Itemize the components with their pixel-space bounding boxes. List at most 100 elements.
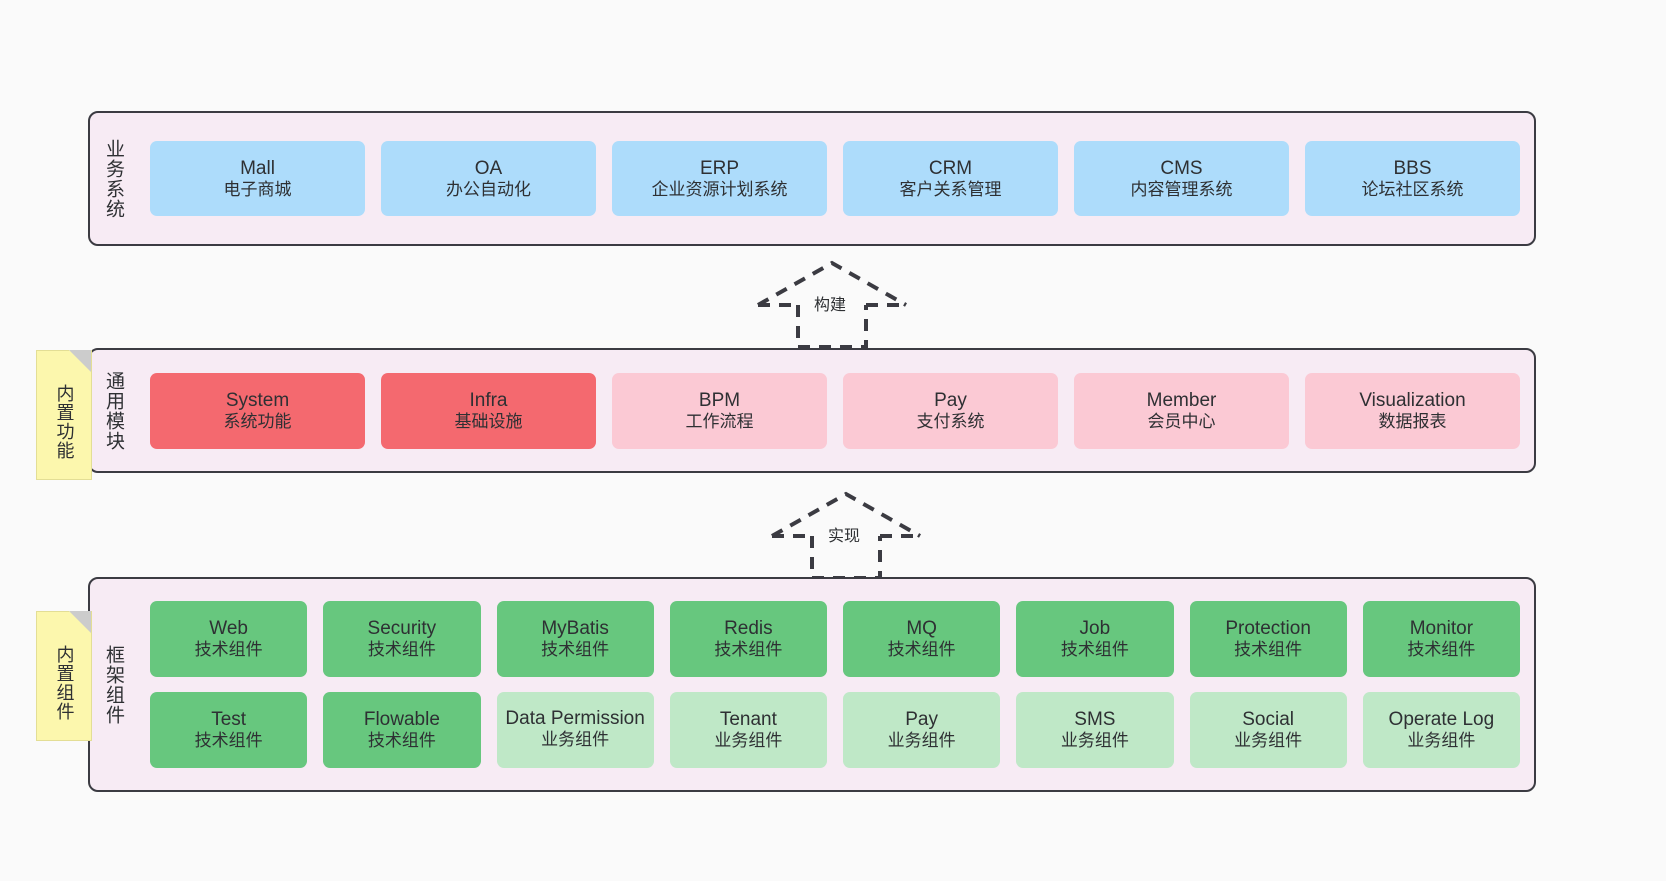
- layer-business-system: 业务系统 Mall 电子商城 OA 办公自动化 ERP 企业资源计划系统 CRM: [88, 111, 1536, 246]
- card-title: Member: [1146, 389, 1217, 411]
- card-web[interactable]: Web 技术组件: [150, 601, 308, 677]
- card-title: Pay: [934, 389, 967, 411]
- generalization-arrow-icon: [771, 491, 921, 580]
- card-title: SMS: [1074, 709, 1116, 731]
- card-subtitle: 技术组件: [1060, 640, 1129, 660]
- generalization-arrow-icon: [757, 260, 907, 349]
- card-subtitle: 论坛社区系统: [1361, 179, 1464, 199]
- card-title: Redis: [724, 618, 773, 640]
- card-subtitle: 技术组件: [714, 640, 783, 660]
- card-flowable[interactable]: Flowable 技术组件: [323, 692, 481, 768]
- card-title: Web: [209, 618, 248, 640]
- card-subtitle: 技术组件: [541, 640, 610, 660]
- card-title: BPM: [698, 389, 741, 411]
- card-subtitle: 数据报表: [1378, 411, 1447, 431]
- card-crm[interactable]: CRM 客户关系管理: [843, 141, 1058, 216]
- card-subtitle: 系统功能: [223, 411, 292, 431]
- card-infra[interactable]: Infra 基础设施: [381, 372, 596, 449]
- card-subtitle: 技术组件: [194, 640, 263, 660]
- card-protection[interactable]: Protection 技术组件: [1189, 601, 1347, 677]
- builtin-component-note: 内置组件: [36, 611, 92, 741]
- card-title: ERP: [699, 157, 740, 179]
- card-subtitle: 技术组件: [887, 640, 956, 660]
- card-subtitle: 业务组件: [1234, 731, 1303, 751]
- card-cms[interactable]: CMS 内容管理系统: [1074, 141, 1289, 216]
- card-row: Mall 电子商城 OA 办公自动化 ERP 企业资源计划系统 CRM 客户关系…: [150, 141, 1520, 216]
- card-title: Data Permission: [505, 708, 645, 730]
- layer-title-business-system: 业务系统: [90, 113, 136, 244]
- card-security[interactable]: Security 技术组件: [323, 601, 481, 677]
- card-title: Security: [367, 618, 437, 640]
- card-subtitle: 业务组件: [887, 731, 956, 751]
- card-title: System: [225, 389, 290, 411]
- card-mq[interactable]: MQ 技术组件: [843, 601, 1001, 677]
- card-redis[interactable]: Redis 技术组件: [669, 601, 827, 677]
- card-monitor[interactable]: Monitor 技术组件: [1362, 601, 1520, 677]
- card-subtitle: 业务组件: [714, 731, 783, 751]
- card-pay-business[interactable]: Pay 业务组件: [843, 692, 1001, 768]
- card-title: Tenant: [719, 709, 777, 731]
- card-mybatis[interactable]: MyBatis 技术组件: [496, 601, 654, 677]
- card-subtitle: 基础设施: [454, 411, 523, 431]
- builtin-function-note: 内置功能: [36, 350, 92, 480]
- card-subtitle: 技术组件: [367, 731, 436, 751]
- card-title: Monitor: [1409, 618, 1474, 640]
- card-subtitle: 技术组件: [1234, 640, 1303, 660]
- layer-title-common-module: 通用模块: [90, 350, 136, 471]
- card-visualization[interactable]: Visualization 数据报表: [1305, 372, 1520, 449]
- layer-title-framework-component: 框架组件: [90, 579, 136, 790]
- card-subtitle: 技术组件: [367, 640, 436, 660]
- card-title: Test: [211, 709, 247, 731]
- layer-title-text: 通用模块: [102, 370, 124, 451]
- card-system[interactable]: System 系统功能: [150, 372, 365, 449]
- note-label: 内置组件: [54, 644, 75, 721]
- card-title: MQ: [906, 618, 937, 640]
- card-title: CMS: [1160, 157, 1203, 179]
- card-subtitle: 技术组件: [1407, 640, 1476, 660]
- card-bbs[interactable]: BBS 论坛社区系统: [1305, 141, 1520, 216]
- card-row: Test 技术组件 Flowable 技术组件 Data Permission …: [150, 692, 1520, 768]
- card-test[interactable]: Test 技术组件: [150, 692, 308, 768]
- card-bpm[interactable]: BPM 工作流程: [612, 372, 827, 449]
- build-connector: 构建: [750, 255, 940, 350]
- folded-corner-icon: [69, 611, 91, 633]
- card-social[interactable]: Social 业务组件: [1189, 692, 1347, 768]
- card-title: BBS: [1393, 157, 1432, 179]
- card-subtitle: 会员中心: [1147, 411, 1216, 431]
- card-title: Protection: [1225, 618, 1311, 640]
- card-pay[interactable]: Pay 支付系统: [843, 372, 1058, 449]
- card-subtitle: 业务组件: [1407, 731, 1476, 751]
- card-erp[interactable]: ERP 企业资源计划系统: [612, 141, 827, 216]
- card-title: Visualization: [1359, 389, 1466, 411]
- card-subtitle: 客户关系管理: [899, 179, 1002, 199]
- card-subtitle: 办公自动化: [446, 179, 531, 199]
- layer-body-common-module: System 系统功能 Infra 基础设施 BPM 工作流程 Pay 支付系统…: [136, 350, 1534, 471]
- card-title: Operate Log: [1388, 709, 1495, 731]
- card-oa[interactable]: OA 办公自动化: [381, 141, 596, 216]
- card-title: Flowable: [363, 709, 440, 731]
- card-tenant[interactable]: Tenant 业务组件: [669, 692, 827, 768]
- card-subtitle: 支付系统: [916, 411, 985, 431]
- layer-title-text: 框架组件: [102, 644, 124, 725]
- card-mall[interactable]: Mall 电子商城: [150, 141, 365, 216]
- card-subtitle: 企业资源计划系统: [651, 179, 788, 199]
- card-data-permission[interactable]: Data Permission 业务组件: [496, 692, 654, 768]
- card-title: Mall: [240, 157, 275, 179]
- card-sms[interactable]: SMS 业务组件: [1016, 692, 1174, 768]
- card-title: CRM: [928, 157, 973, 179]
- card-subtitle: 技术组件: [194, 731, 263, 751]
- card-title: Infra: [469, 389, 508, 411]
- layer-common-module: 通用模块 System 系统功能 Infra 基础设施 BPM 工作流程 Pay: [88, 348, 1536, 473]
- folded-corner-icon: [69, 350, 91, 372]
- card-subtitle: 工作流程: [685, 411, 754, 431]
- card-member[interactable]: Member 会员中心: [1074, 372, 1289, 449]
- card-title: Pay: [905, 709, 938, 731]
- card-operate-log[interactable]: Operate Log 业务组件: [1362, 692, 1520, 768]
- layer-body-framework-component: Web 技术组件 Security 技术组件 MyBatis 技术组件 Redi…: [136, 579, 1534, 790]
- card-job[interactable]: Job 技术组件: [1016, 601, 1174, 677]
- layer-body-business-system: Mall 电子商城 OA 办公自动化 ERP 企业资源计划系统 CRM 客户关系…: [136, 113, 1534, 244]
- layer-framework-component: 框架组件 Web 技术组件 Security 技术组件 MyBatis 技术组件…: [88, 577, 1536, 792]
- card-title: Social: [1242, 709, 1294, 731]
- card-row: Web 技术组件 Security 技术组件 MyBatis 技术组件 Redi…: [150, 601, 1520, 677]
